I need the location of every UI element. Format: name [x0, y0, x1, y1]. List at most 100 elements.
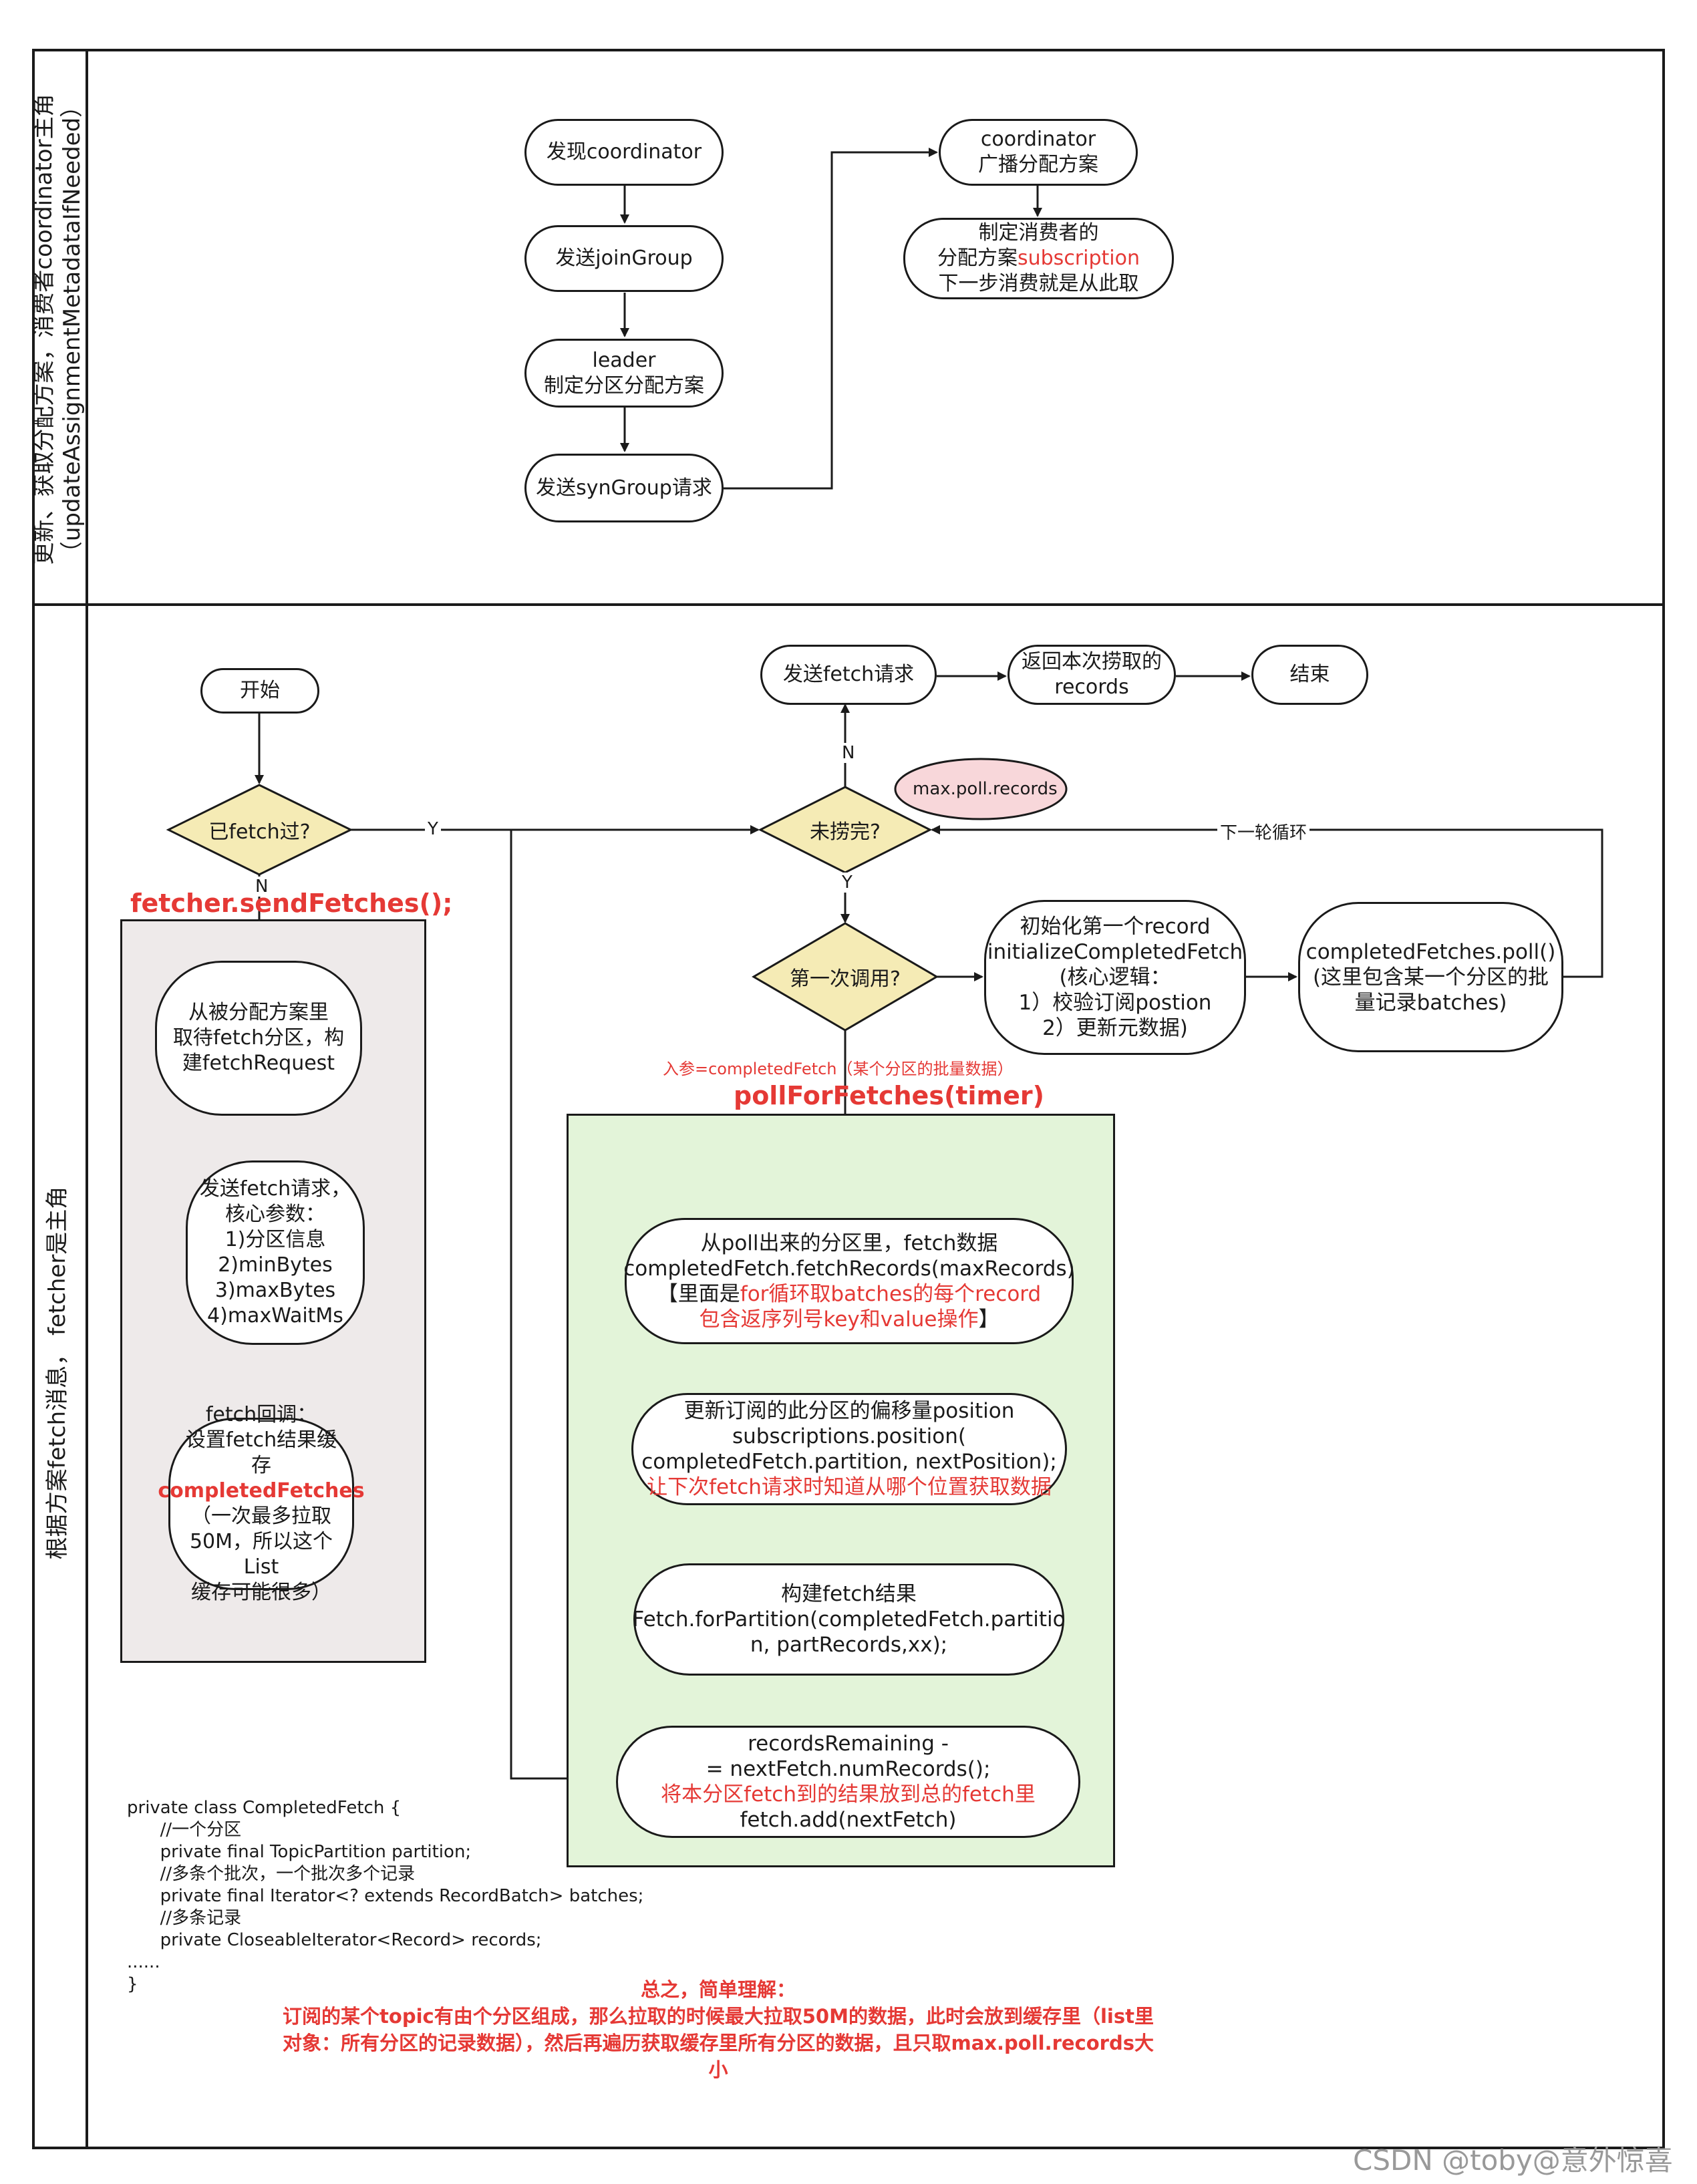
node-fetch-callback: fetch回调： 设置fetch结果缓存 completedFetches （一… — [158, 1403, 364, 1604]
csdn-watermark: CSDN @toby@意外惊喜 — [1353, 2144, 1673, 2177]
rem-label-2: = nextFetch.numRecords(); — [706, 1757, 991, 1781]
cb-label-4: （一次最多拉取 — [191, 1505, 331, 1528]
sub-label-2: 分配方案subscription — [937, 246, 1140, 271]
param-note: 入参=completedFetch（某个分区的批量数据） — [663, 1060, 1014, 1078]
lane-title-fetcher-text: 根据方案fetch消息， fetcher是主角 — [44, 1186, 71, 1560]
send-label-6: 4)maxWaitMs — [207, 1304, 343, 1328]
send-label-2: 核心参数： — [225, 1203, 325, 1226]
summary-line-4: 小 — [708, 2058, 728, 2081]
summary-line-1: 总之，简单理解： — [640, 1978, 796, 2001]
build-label-2: 取待fetch分区，构 — [172, 1026, 345, 1050]
node-subscription: 制定消费者的 分配方案subscription 下一步消费就是从此取 — [903, 218, 1174, 299]
rem-label-3: 将本分区fetch到的结果放到总的fetch里 — [661, 1782, 1036, 1807]
edge-label-yes-1: Y — [425, 819, 441, 839]
poll-for-fetches-title: pollForFetches(timer) — [734, 1081, 1044, 1110]
edge-label-no-2: N — [839, 743, 858, 763]
node-find-coordinator: 发现coordinator — [524, 119, 724, 186]
build-res-label-2: Fetch.forPartition(completedFetch.partit… — [632, 1607, 1066, 1631]
node-sync-group: 发送synGroup请求 — [524, 454, 724, 522]
node-update-position: 更新订阅的此分区的偏移量position subscriptions.posit… — [631, 1393, 1067, 1505]
send-label-4: 2)minBytes — [218, 1253, 333, 1277]
rem-label-4: fetch.add(nextFetch) — [740, 1808, 957, 1832]
node-send-fetch: 发送fetch请求， 核心参数： 1)分区信息 2)minBytes 3)max… — [186, 1160, 365, 1345]
node-start: 开始 — [200, 668, 319, 714]
fr-label-3a: 【里面是 — [657, 1281, 740, 1306]
init-label-2: initializeCompletedFetch — [987, 940, 1243, 964]
cb-label-3: completedFetches — [158, 1479, 365, 1503]
node-completed-fetches-poll: completedFetches.poll() (这里包含某一个分区的批 量记录… — [1298, 902, 1563, 1052]
cb-label-2: 设置fetch结果缓存 — [185, 1428, 337, 1477]
fr-label-2: completedFetch.fetchRecords(maxRecords) — [623, 1256, 1075, 1281]
lane-title-coordinator-text: 更新、获取分配方案，消费者coordinator主角 （updateAssign… — [31, 94, 86, 565]
node-init-completed-fetch: 初始化第一个record initializeCompletedFetch (核… — [984, 900, 1246, 1055]
node-build-request: 从被分配方案里 取待fetch分区，构 建fetchRequest — [155, 961, 362, 1116]
node-end: 结束 — [1251, 645, 1368, 705]
init-label-5: 2）更新元数据) — [1042, 1016, 1188, 1040]
build-res-label-3: n, partRecords,xx); — [750, 1633, 948, 1657]
cb-label-6: 缓存可能很多） — [191, 1581, 331, 1604]
fr-label-4a: 包含返序列号key和value操作 — [699, 1307, 979, 1332]
sub-label-1: 制定消费者的 — [978, 221, 1099, 245]
poll-label-2: (这里包含某一个分区的批 — [1312, 965, 1549, 989]
summary-line-3: 对象：所有分区的记录数据），然后再遍历获取缓存里所有分区的数据，且只取max.p… — [283, 2032, 1154, 2054]
next-round-label: 下一轮循环 — [1217, 819, 1310, 844]
node-join-group: 发送joinGroup — [524, 225, 724, 292]
edge-label-no-1: N — [253, 877, 271, 897]
sub-label-2a: 分配方案 — [937, 247, 1018, 270]
node-build-fetch-result: 构建fetch结果 Fetch.forPartition(completedFe… — [632, 1563, 1066, 1676]
fetched-question-label: 已fetch过? — [208, 820, 311, 844]
sync-group-label: 发送synGroup请求 — [536, 476, 712, 500]
node-coordinator-broadcast: coordinator 广播分配方案 — [939, 119, 1138, 186]
node-leader: leader 制定分区分配方案 — [524, 339, 724, 408]
pos-label-1: 更新订阅的此分区的偏移量position — [683, 1399, 1015, 1423]
fr-label-1: 从poll出来的分区里，fetch数据 — [700, 1231, 998, 1255]
build-label-1: 从被分配方案里 — [188, 1001, 329, 1024]
sub-label-2b: subscription — [1018, 247, 1140, 270]
send-fetch-request-label: 发送fetch请求 — [782, 663, 915, 686]
init-label-3: (核心逻辑： — [1059, 965, 1171, 989]
fr-label-4: 包含返序列号key和value操作】 — [700, 1307, 999, 1332]
not-done-question-label: 未捞完? — [810, 820, 881, 844]
cb-label-1: fetch回调： — [205, 1403, 317, 1426]
send-label-1: 发送fetch请求， — [199, 1177, 351, 1201]
end-label: 结束 — [1289, 663, 1330, 686]
send-label-3: 1)分区信息 — [224, 1228, 326, 1251]
send-label-5: 3)maxBytes — [214, 1279, 336, 1302]
max-poll-ellipse — [894, 758, 1068, 820]
build-label-3: 建fetchRequest — [182, 1052, 335, 1075]
fr-label-3: 【里面是for循环取batches的每个record — [657, 1281, 1041, 1307]
leader-label-1: leader — [592, 348, 656, 372]
start-label: 开始 — [240, 679, 280, 702]
first-call-question: 第一次调用? — [754, 957, 937, 997]
pos-label-2: subscriptions.position( — [732, 1424, 966, 1448]
poll-label-1: completedFetches.poll() — [1305, 939, 1556, 964]
cb-label-5: 50M，所以这个List — [189, 1530, 333, 1579]
poll-label-3: 量记录batches) — [1354, 990, 1507, 1015]
not-done-question: 未捞完? — [760, 810, 930, 850]
find-coordinator-label: 发现coordinator — [546, 140, 702, 164]
summary-text: 总之，简单理解： 订阅的某个topic有由个分区组成，那么拉取的时候最大拉取50… — [254, 1976, 1183, 2083]
broadcast-label-2: 广播分配方案 — [978, 153, 1098, 176]
leader-label-2: 制定分区分配方案 — [544, 373, 704, 398]
edge-label-yes-2: Y — [839, 873, 855, 893]
lane-frame — [32, 49, 1665, 2149]
lane-title-coordinator: 更新、获取分配方案，消费者coordinator主角 （updateAssign… — [30, 55, 90, 603]
fetched-question: 已fetch过? — [168, 810, 351, 850]
fr-label-3b: for循环取batches的每个record — [740, 1281, 1042, 1306]
sub-label-3: 下一步消费就是从此取 — [938, 272, 1139, 295]
broadcast-label-1: coordinator — [980, 128, 1096, 151]
node-records-remaining: recordsRemaining - = nextFetch.numRecord… — [616, 1726, 1080, 1838]
return-label-1: 返回本次捞取的 — [1022, 650, 1162, 673]
summary-line-2: 订阅的某个topic有由个分区组成，那么拉取的时候最大拉取50M的数据，此时会放… — [283, 2005, 1154, 2028]
node-fetch-records: 从poll出来的分区里，fetch数据 completedFetch.fetch… — [623, 1218, 1075, 1344]
top-arrows — [620, 148, 1042, 490]
max-poll-records-label: max.poll.records — [913, 779, 1058, 799]
rem-label-1: recordsRemaining - — [748, 1732, 949, 1756]
init-label-4: 1）校验订阅postion — [1018, 991, 1212, 1015]
init-label-1: 初始化第一个record — [1020, 915, 1211, 939]
lane-title-fetcher: 根据方案fetch消息， fetcher是主角 — [43, 1092, 77, 1654]
build-res-label-1: 构建fetch结果 — [781, 1582, 917, 1606]
first-call-question-label: 第一次调用? — [790, 967, 901, 991]
return-label-2: records — [1054, 675, 1129, 699]
pos-label-4: 让下次fetch请求时知道从哪个位置获取数据 — [647, 1475, 1052, 1499]
